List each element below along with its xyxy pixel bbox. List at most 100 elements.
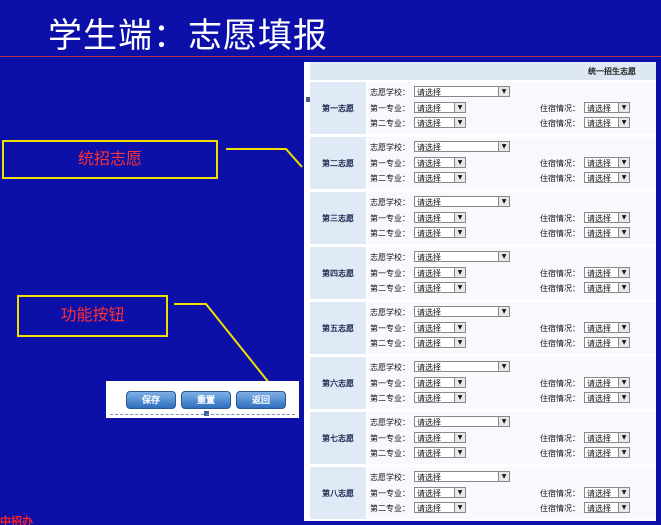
panel-header-title: 统一招生志愿 [588,67,636,76]
dorm2-label: 住宿情况： [540,284,580,293]
dorm1-select[interactable]: 请选择▼ [584,212,630,223]
major1-select[interactable]: 请选择▼ [414,212,466,223]
chevron-down-icon: ▼ [454,448,465,457]
major2-select[interactable]: 请选择▼ [414,117,466,128]
school-select[interactable]: 请选择▼ [414,86,510,97]
dorm1-select[interactable]: 请选择▼ [584,377,630,388]
major1-select[interactable]: 请选择▼ [414,322,466,333]
chevron-down-icon: ▼ [618,228,629,237]
dorm2-select-value: 请选择 [587,504,611,513]
chevron-down-icon: ▼ [618,393,629,402]
major2-select[interactable]: 请选择▼ [414,337,466,348]
dorm1-select-value: 请选择 [587,104,611,113]
dorm1-label: 住宿情况： [540,104,580,113]
dorm2-label: 住宿情况： [540,449,580,458]
major2-select[interactable]: 请选择▼ [414,502,466,513]
dorm1-select[interactable]: 请选择▼ [584,267,630,278]
major1-label: 第一专业： [370,269,410,278]
reset-button[interactable]: 重置 [181,391,231,409]
dorm2-select[interactable]: 请选择▼ [584,447,630,458]
volunteer-row-label: 第三志愿 [310,192,366,244]
dorm2-select[interactable]: 请选择▼ [584,502,630,513]
major1-select-value: 请选择 [417,324,441,333]
dorm1-select[interactable]: 请选择▼ [584,487,630,498]
school-select[interactable]: 请选择▼ [414,141,510,152]
dorm2-select[interactable]: 请选择 ▼ [584,172,630,183]
school-select[interactable]: 请选择▼ [414,361,510,372]
major2-label: 第二专业： [370,119,410,128]
school-select-value: 请选择 [417,308,441,317]
major1-select[interactable]: 请选择 ▼ [414,432,466,443]
dorm1-select[interactable]: 请选择▼ [584,322,630,333]
school-select-value: 请选择 [417,473,441,482]
volunteer-form-panel: 统一招生志愿 第一志愿志愿学校：请选择▼第一专业：请选择▼第二专业：请选择▼住宿… [304,62,656,521]
major2-select[interactable]: 请选择▼ [414,227,466,238]
dorm1-select[interactable]: 请选择▼ [584,432,630,443]
dorm2-label: 住宿情况： [540,174,580,183]
volunteer-row: 第六志愿志愿学校：请选择▼第一专业：请选择▼第二专业：请选择▼住宿情况：请选择▼… [310,357,656,409]
chevron-down-icon: ▼ [498,472,509,481]
school-select[interactable]: 请选择▼ [414,196,510,207]
major2-select[interactable]: 请选择 ▼ [414,447,466,458]
school-label: 志愿学校： [370,253,410,262]
dorm2-select-value: 请选择 [587,174,611,183]
school-label: 志愿学校： [370,418,410,427]
school-select[interactable]: 请选择 ▼ [414,471,510,482]
major1-select[interactable]: 请选择▼ [414,102,466,113]
leader-line-gongneng [174,303,271,385]
major1-select-value: 请选择 [417,434,441,443]
major2-select-value: 请选择 [417,394,441,403]
panel-header: 统一招生志愿 [310,62,656,80]
chevron-down-icon: ▼ [454,488,465,497]
leader-line-tongzhao [226,148,303,168]
school-select[interactable]: 请选择▼ [414,251,510,262]
major2-select-value: 请选择 [417,449,441,458]
dorm2-select[interactable]: 请选择▼ [584,392,630,403]
chevron-down-icon: ▼ [618,213,629,222]
chevron-down-icon: ▼ [454,173,465,182]
back-button[interactable]: 返回 [236,391,286,409]
dorm2-select[interactable]: 请选择▼ [584,117,630,128]
major2-select[interactable]: 请选择 ▼ [414,172,466,183]
dorm1-select-value: 请选择 [587,159,611,168]
chevron-down-icon: ▼ [618,173,629,182]
dorm1-label: 住宿情况： [540,214,580,223]
volunteer-row-body: 志愿学校：请选择▼第一专业：请选择▼第二专业：请选择▼住宿情况：请选择▼住宿情况… [368,82,656,134]
chevron-down-icon: ▼ [618,118,629,127]
volunteer-row-label: 第二志愿 [310,137,366,189]
major2-label: 第二专业： [370,339,410,348]
dorm1-select[interactable]: 请选择▼ [584,102,630,113]
volunteer-row-body: 志愿学校：请选择▼第一专业：请选择▼第二专业：请选择▼住宿情况：请选择▼住宿情况… [368,357,656,409]
school-select[interactable]: 请选择▼ [414,306,510,317]
major2-label: 第二专业： [370,394,410,403]
dorm2-select[interactable]: 请选择▼ [584,227,630,238]
major2-label: 第二专业： [370,284,410,293]
volunteer-row-body: 志愿学校：请选择▼第一专业：请选择▼第二专业：请选择▼住宿情况：请选择▼住宿情况… [368,247,656,299]
school-label: 志愿学校： [370,473,410,482]
corner-text: 中招办 [0,515,33,525]
major1-select[interactable]: 请选择▼ [414,157,466,168]
chevron-down-icon: ▼ [454,213,465,222]
chevron-down-icon: ▼ [454,433,465,442]
dorm2-select[interactable]: 请选择▼ [584,337,630,348]
chevron-down-icon: ▼ [618,268,629,277]
chevron-down-icon: ▼ [618,158,629,167]
major2-select[interactable]: 请选择▼ [414,392,466,403]
dorm2-select[interactable]: 请选择▼ [584,282,630,293]
major1-select[interactable]: 请选择▼ [414,267,466,278]
chevron-down-icon: ▼ [454,228,465,237]
panel-marker [306,97,311,102]
major2-select[interactable]: 请选择▼ [414,282,466,293]
save-button[interactable]: 保存 [126,391,176,409]
chevron-down-icon: ▼ [618,433,629,442]
chevron-down-icon: ▼ [618,338,629,347]
chevron-down-icon: ▼ [498,252,509,261]
major2-select-value: 请选择 [417,174,441,183]
major1-select-value: 请选择 [417,104,441,113]
major1-select[interactable]: 请选择▼ [414,487,466,498]
dorm1-select[interactable]: 请选择 ▼ [584,157,630,168]
chevron-down-icon: ▼ [454,283,465,292]
major1-select[interactable]: 请选择▼ [414,377,466,388]
school-select[interactable]: 请选择▼ [414,416,510,427]
volunteer-row-label: 第六志愿 [310,357,366,409]
